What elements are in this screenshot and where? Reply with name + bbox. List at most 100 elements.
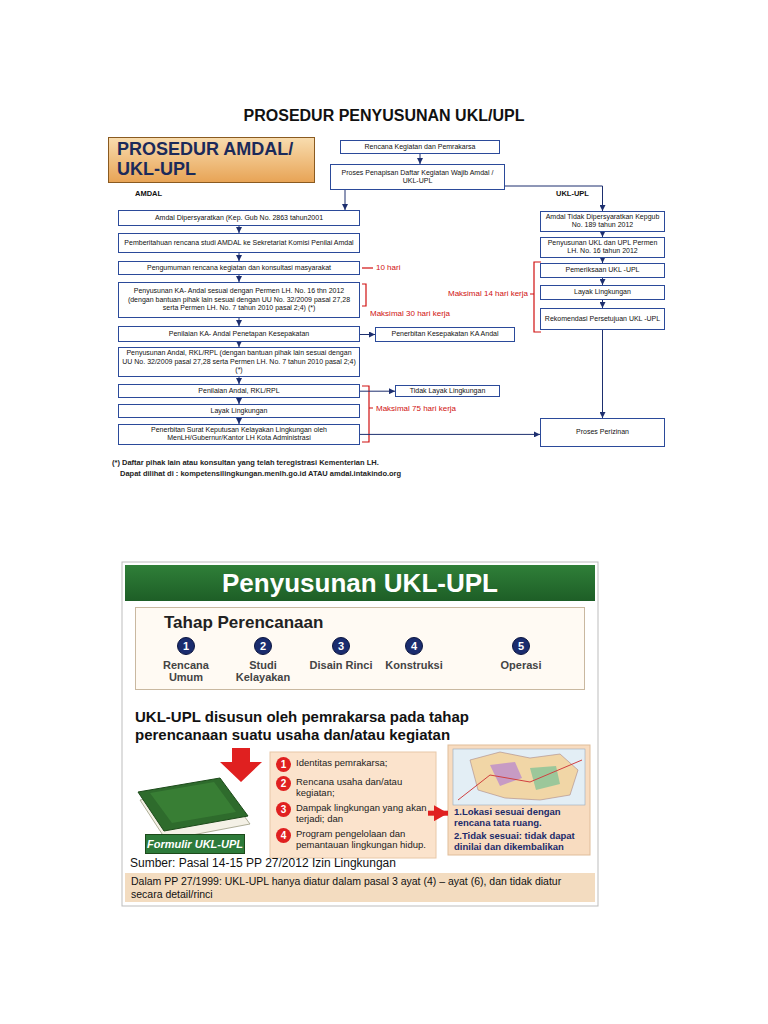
page-title: PROSEDUR PENYUSUNAN UKL/UPL <box>0 107 768 125</box>
process-box: Rekomendasi Persetujuan UKL -UPL <box>540 308 665 330</box>
step-number: 4 <box>406 638 422 654</box>
connector <box>602 278 603 285</box>
connector <box>360 334 375 335</box>
process-box: Tidak Layak Lingkungan <box>395 385 500 397</box>
process-box: Amdal Tidak Dipersyaratkan Kepgub No. 18… <box>540 211 665 232</box>
process-box: Amdal Dipersyaratkan (Kep. Gub No. 2863 … <box>118 210 360 226</box>
box-text: Penyusunan UKL dan UPL Permen LH. No. 16… <box>544 239 661 256</box>
callout-text: 1.Lokasi sesuai dengan rencana tata ruan… <box>454 807 585 829</box>
item-text: Program pengelolaan dan pemantauan lingk… <box>296 828 428 851</box>
step-number: 2 <box>255 638 271 654</box>
step-number: 5 <box>513 638 529 654</box>
box-text: Penyusunan Andal, RKL/RPL (dengan bantua… <box>122 349 356 374</box>
box-text: Penerbitan Kesepakatan KA Andal <box>379 330 511 338</box>
item-number: 2 <box>276 776 291 791</box>
box-text: Dalam PP 27/1999: UKL-UPL hanya diatur d… <box>131 875 561 900</box>
step-circle: 5Operasi <box>512 637 530 655</box>
process-box: Penilaian Andal, RKL/RPL <box>118 384 360 398</box>
duration-note: Maksimal 14 hari kerja <box>420 289 528 298</box>
pointer-arrow <box>428 811 448 816</box>
infographic-frame <box>122 562 598 906</box>
process-box: Penyusunan KA- Andal sesuai dengan Perme… <box>118 282 360 318</box>
process-box: Proses Perizinan <box>540 418 665 447</box>
note-band: Dalam PP 27/1999: UKL-UPL hanya diatur d… <box>125 873 595 902</box>
item-number: 3 <box>276 802 291 817</box>
step-number: 3 <box>333 638 349 654</box>
connector <box>602 330 603 418</box>
statement-text: UKL-UPL disusun oleh pemrakarsa pada tah… <box>135 708 480 744</box>
map-panel <box>448 745 590 855</box>
box-text: Pemeriksaan UKL -UPL <box>544 266 661 274</box>
map-zone <box>490 762 522 786</box>
connector <box>360 391 395 392</box>
process-box: Penyusunan UKL dan UPL Permen LH. No. 16… <box>540 237 665 258</box>
step-label: Studi Kelayakan <box>223 659 303 683</box>
process-box: Rencana Kegiatan dan Pemrakarsa <box>340 140 500 154</box>
box-text: Penerbitan Surat Keputusan Kelayakan Lin… <box>122 426 356 443</box>
map-image <box>453 749 585 805</box>
phase-box: Tahap Perencanaan1Rencana Umum2Studi Kel… <box>135 607 585 690</box>
box-text: Penilaian KA- Andal Penetapan Kesepakata… <box>122 330 356 338</box>
connector <box>602 300 603 308</box>
step-circle: 4Konstruksi <box>405 637 423 655</box>
axis-label: UKL-UPL <box>556 189 600 198</box>
source-note: Sumber: Pasal 14-15 PP 27/2012 Izin Ling… <box>130 856 450 870</box>
duration-bracket <box>362 284 366 306</box>
map-road <box>458 760 582 800</box>
items-panel <box>270 752 436 858</box>
list-item: 3Dampak lingkungan yang akan terjadi; da… <box>276 802 428 825</box>
item-text: Rencana usaha dan/atau kegiatan; <box>296 776 428 799</box>
step-circle: 3Disain Rinci <box>332 637 350 655</box>
process-box: Penerbitan Kesepakatan KA Andal <box>375 327 515 342</box>
item-number: 4 <box>276 828 291 843</box>
process-box: Penerbitan Surat Keputusan Kelayakan Lin… <box>118 424 360 445</box>
box-text: Layak Lingkungan <box>122 407 356 415</box>
box-text: Tahap Perencanaan <box>164 613 323 632</box>
box-text: Pemberitahuan rencana studi AMDAL ke Sek… <box>122 239 356 247</box>
step-circle: 1Rencana Umum <box>177 637 195 655</box>
step-label: Konstruksi <box>374 659 454 671</box>
book-shine <box>150 782 236 823</box>
connector <box>239 377 240 384</box>
box-text: Penilaian Andal, RKL/RPL <box>122 387 356 395</box>
duration-leader <box>362 267 373 268</box>
duration-note: Maksimal 75 hari kerja <box>376 404 486 413</box>
form-label: Formulir UKL-UPL <box>145 834 245 854</box>
process-box: Layak Lingkungan <box>540 285 665 300</box>
box-text: Pengumuman rencana kegiatan dan konsulta… <box>122 264 356 272</box>
box-text: Proses Penapisan Daftar Kegiatan Wajib A… <box>334 169 501 186</box>
process-box: Layak Lingkungan <box>118 404 360 418</box>
map-callout: 1.Lokasi sesuai dengan rencana tata ruan… <box>448 745 590 858</box>
duration-bracket <box>362 386 373 442</box>
process-box: Pemberitahuan rencana studi AMDAL ke Sek… <box>118 233 360 253</box>
box-text: Layak Lingkungan <box>544 288 661 296</box>
connector <box>420 154 421 164</box>
item-number: 1 <box>276 757 291 772</box>
step-circle: 2Studi Kelayakan <box>254 637 272 655</box>
duration-note: 10 hari <box>376 263 426 272</box>
duration-note: Maksimal 30 hari kerja <box>370 309 480 318</box>
process-box: Pemeriksaan UKL -UPL <box>540 263 665 278</box>
step-label: Rencana Umum <box>146 659 226 683</box>
footnote: Dapat dilihat di : kompetensilingkungan.… <box>120 469 540 478</box>
connector <box>239 275 240 282</box>
process-box: Penyusunan Andal, RKL/RPL (dengan bantua… <box>118 347 360 377</box>
box-text: Rencana Kegiatan dan Pemrakarsa <box>344 143 496 151</box>
connector <box>360 434 540 435</box>
step-label: Operasi <box>481 659 561 671</box>
process-box: Proses Penapisan Daftar Kegiatan Wajib A… <box>330 164 505 190</box>
box-text: Tidak Layak Lingkungan <box>399 387 496 395</box>
box-text: Proses Perizinan <box>544 428 661 436</box>
box-text: Rekomendasi Persetujuan UKL -UPL <box>544 315 661 323</box>
header-box: PROSEDUR AMDAL/ UKL-UPL <box>108 137 315 183</box>
list-item: 2 Rencana usaha dan/atau kegiatan; <box>276 776 428 799</box>
map-region <box>470 752 578 800</box>
map-zone <box>530 766 560 790</box>
pointer-arrow <box>220 748 262 782</box>
connector <box>239 253 240 261</box>
process-box: Pengumuman rencana kegiatan dan konsulta… <box>118 261 360 275</box>
box-text: Penyusunan UKL-UPL <box>222 568 498 598</box>
box-text: Amdal Dipersyaratkan (Kep. Gub No. 2863 … <box>122 214 356 222</box>
connector <box>239 318 240 326</box>
